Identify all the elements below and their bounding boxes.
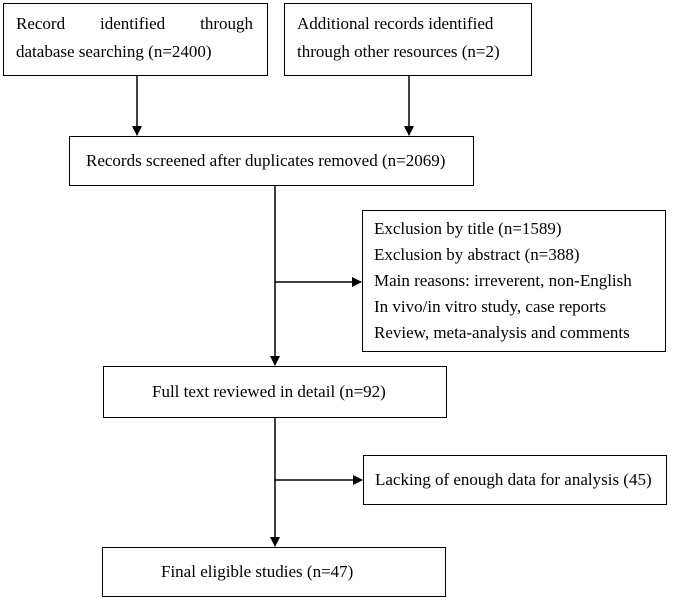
screened-box: Records screened after duplicates remove…: [69, 136, 474, 186]
lacking-data-text: Lacking of enough data for analysis (45): [375, 470, 652, 489]
database-search-line2: database searching (n=2400): [16, 42, 212, 61]
exclusion-box: Exclusion by title (n=1589) Exclusion by…: [362, 210, 666, 352]
full-text-text: Full text reviewed in detail (n=92): [152, 382, 386, 401]
lacking-data-box: Lacking of enough data for analysis (45): [363, 455, 667, 505]
exclusion-line: Exclusion by title (n=1589): [374, 219, 562, 238]
other-resources-box: Additional records identified through ot…: [284, 3, 532, 76]
database-search-line1: Record identified through: [16, 14, 253, 33]
final-studies-text: Final eligible studies (n=47): [161, 562, 354, 581]
full-text-box: Full text reviewed in detail (n=92): [103, 366, 447, 418]
database-search-box: Record identified through database searc…: [3, 3, 268, 76]
final-studies-box: Final eligible studies (n=47): [102, 547, 446, 597]
exclusion-line: Main reasons: irreverent, non-English: [374, 271, 632, 290]
exclusion-line: Exclusion by abstract (n=388): [374, 245, 580, 264]
other-resources-line1: Additional records identified: [297, 14, 494, 33]
exclusion-line: Review, meta-analysis and comments: [374, 323, 630, 342]
screened-text: Records screened after duplicates remove…: [86, 151, 446, 170]
other-resources-line2: through other resources (n=2): [297, 42, 500, 61]
exclusion-line: In vivo/in vitro study, case reports: [374, 297, 607, 316]
